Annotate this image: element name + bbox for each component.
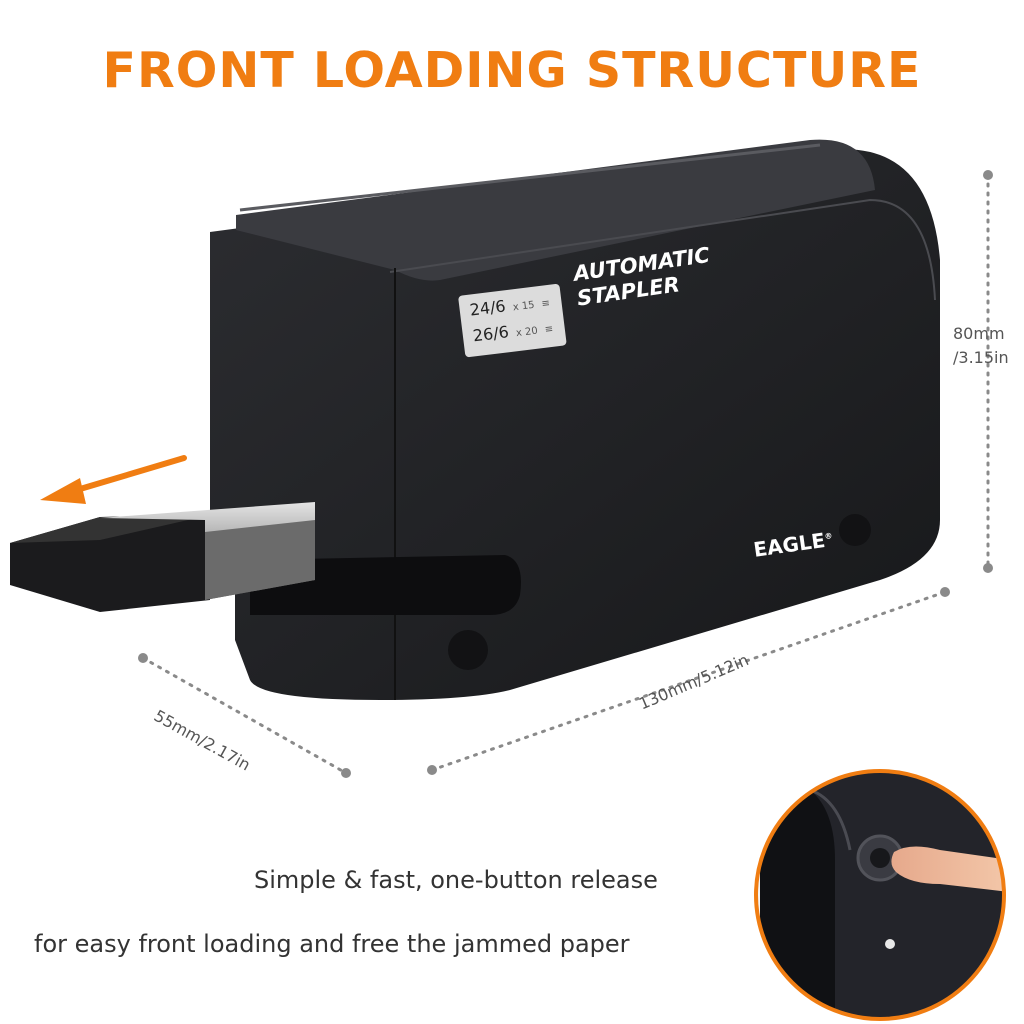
height-dimension-line	[983, 170, 993, 573]
mult-text: x 20	[515, 325, 539, 340]
headline: FRONT LOADING STRUCTURE	[102, 42, 922, 99]
stack-of-staples-icon: ≡	[544, 323, 553, 336]
size-text: 24/6	[468, 296, 507, 320]
stapler-body	[210, 139, 940, 700]
caption-line-1: Simple & fast, one-button release	[254, 866, 658, 894]
stack-of-staples-icon: ≡	[540, 298, 550, 310]
size-text: 26/6	[471, 322, 510, 346]
caption-line-2: for easy front loading and free the jamm…	[34, 930, 630, 958]
depth-dimension-line	[138, 653, 351, 778]
bottom-button-icon	[448, 630, 488, 670]
release-button-icon[interactable]	[839, 514, 871, 546]
brand-mark: ®	[823, 531, 834, 542]
staple-size-row-2: 26/6 x 20 ≡	[471, 317, 553, 346]
height-dimension: 80mm /3.15in	[953, 322, 1009, 370]
staple-tray[interactable]	[10, 502, 315, 612]
staple-size-label: 24/6 x 15 ≡ 26/6 x 20 ≡	[458, 283, 567, 358]
inset-detail	[754, 769, 1006, 1021]
mult-text: x 15	[512, 299, 536, 314]
finger-press-icon	[891, 846, 1004, 892]
height-in: /3.15in	[953, 348, 1009, 367]
height-mm: 80mm	[953, 324, 1005, 343]
left-arrow-icon	[40, 455, 187, 504]
staple-size-row-1: 24/6 x 15 ≡	[468, 291, 550, 320]
width-dimension-line	[427, 587, 950, 775]
